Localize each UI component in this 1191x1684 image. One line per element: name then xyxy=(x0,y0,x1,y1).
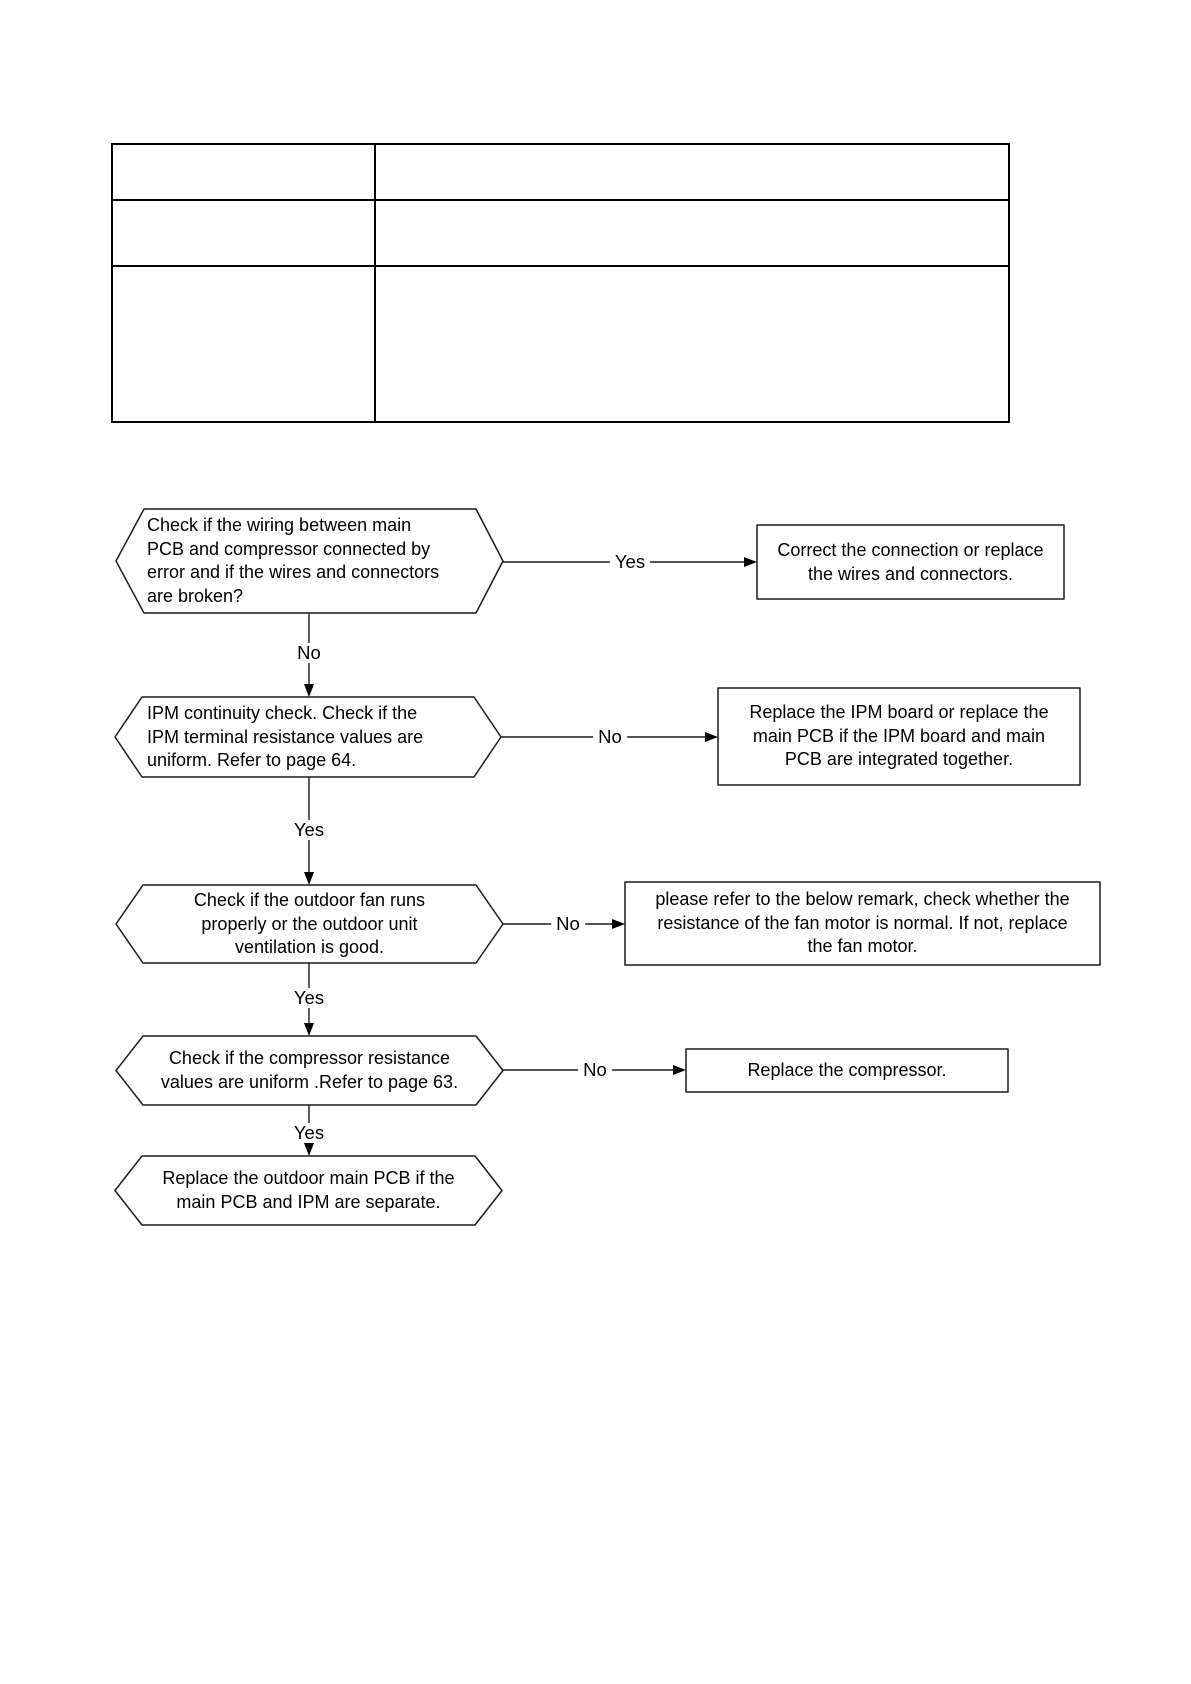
text-line: Check if the wiring between main xyxy=(147,515,412,535)
text-line: main PCB and IPM are separate. xyxy=(176,1191,441,1212)
text-line: values are uniform .Refer to page 63. xyxy=(160,1071,459,1092)
text-line: the fan motor. xyxy=(807,936,918,956)
troubleshooting-table xyxy=(111,143,1010,423)
action-2-text: Replace the IPM board or replace the mai… xyxy=(718,701,1080,772)
table-cell xyxy=(376,201,1008,267)
text-line: error and if the wires and connectors xyxy=(147,562,440,582)
text-line: please refer to the below remark, check … xyxy=(655,889,1070,909)
action-3-text: please refer to the below remark, check … xyxy=(625,888,1100,959)
text-line: Check if the compressor resistance xyxy=(168,1048,451,1068)
action-box-4 xyxy=(685,1048,1009,1093)
arrow-no-4-head xyxy=(673,1065,686,1075)
arrow-yes-2-head xyxy=(304,872,314,885)
decision-1-text: Check if the wiring between main PCB and… xyxy=(147,514,477,608)
text-line: PCB are integrated together. xyxy=(784,749,1014,769)
text-line: IPM continuity check. Check if the xyxy=(147,703,418,723)
text-line: main PCB if the IPM board and main xyxy=(752,725,1046,746)
text-line: Replace the compressor. xyxy=(747,1060,947,1080)
action-box-3 xyxy=(624,881,1101,966)
table-cell xyxy=(113,267,376,421)
decision-hexagon-1 xyxy=(115,508,504,614)
text-line: PCB and compressor connected by xyxy=(147,538,431,559)
decision-4-text: Check if the compressor resistance value… xyxy=(116,1047,503,1094)
text-line: Replace the outdoor main PCB if the xyxy=(162,1168,455,1188)
edge-label-yes-4: Yes xyxy=(288,1123,330,1143)
arrow-no-2-head xyxy=(705,732,718,742)
edge-label-yes-1: Yes xyxy=(609,552,651,572)
decision-2-text: IPM continuity check. Check if the IPM t… xyxy=(147,702,477,773)
edge-label-no-2: No xyxy=(593,727,627,747)
text-line: ventilation is good. xyxy=(234,937,385,957)
table-cell xyxy=(113,145,376,201)
decision-hexagon-5 xyxy=(114,1155,503,1226)
action-1-text: Correct the connection or replace the wi… xyxy=(757,539,1064,586)
edge-label-no-3: No xyxy=(551,914,585,934)
text-line: Correct the connection or replace xyxy=(777,540,1044,560)
action-4-text: Replace the compressor. xyxy=(686,1059,1008,1083)
arrow-no-1-head xyxy=(304,684,314,697)
text-line: the wires and connectors. xyxy=(807,563,1014,584)
edge-label-yes-2: Yes xyxy=(288,820,330,840)
decision-5-text: Replace the outdoor main PCB if the main… xyxy=(115,1167,502,1214)
action-box-2 xyxy=(717,687,1081,786)
decision-3-text: Check if the outdoor fan runs properly o… xyxy=(116,889,503,960)
arrow-yes-3-head xyxy=(304,1023,314,1036)
table-cell xyxy=(376,145,1008,201)
arrow-no-3-head xyxy=(612,919,625,929)
text-line: properly or the outdoor unit xyxy=(201,913,418,934)
edge-label-yes-3: Yes xyxy=(288,988,330,1008)
edge-label-no-4: No xyxy=(578,1060,612,1080)
text-line: uniform. Refer to page 64. xyxy=(147,750,357,770)
arrow-yes-4-head xyxy=(304,1143,314,1156)
arrow-yes-1-head xyxy=(744,557,757,567)
text-line: Check if the outdoor fan runs xyxy=(193,890,426,910)
edge-label-no-1: No xyxy=(292,643,326,663)
text-line: IPM terminal resistance values are xyxy=(147,726,424,747)
table-cell xyxy=(113,201,376,267)
text-line: are broken? xyxy=(147,585,244,606)
text-line: Replace the IPM board or replace the xyxy=(749,702,1049,722)
text-line: resistance of the fan motor is normal. I… xyxy=(657,912,1068,933)
